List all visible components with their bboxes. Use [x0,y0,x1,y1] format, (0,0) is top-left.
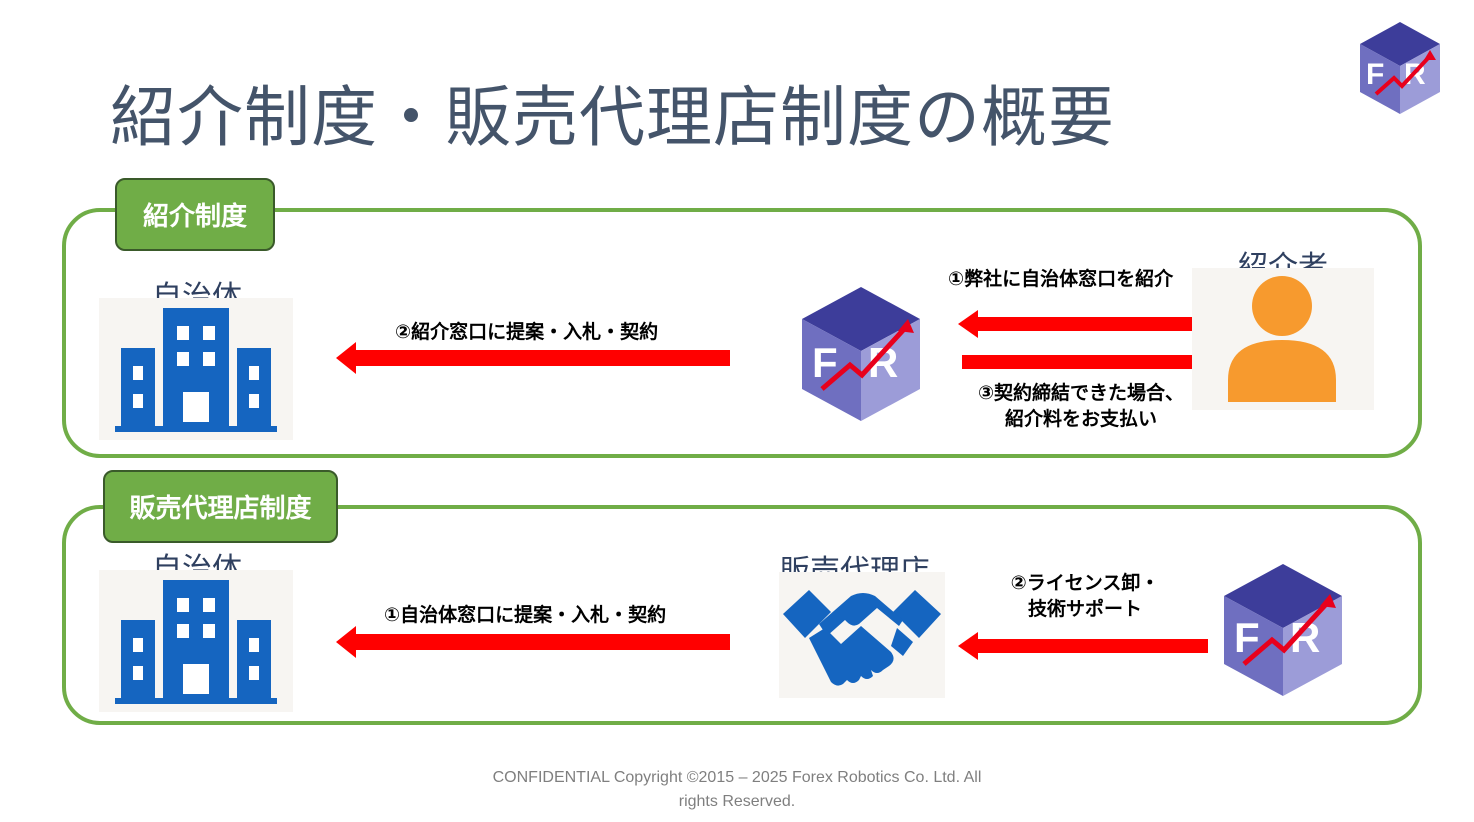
license-line1: ②ライセンス卸・ [1010,572,1160,594]
referral-tab: 紹介制度 [115,178,275,251]
company-logo: F R [1358,20,1442,116]
referral-fee-line1: ③契約締結できた場合、 [977,382,1185,404]
arrow-to-reseller [958,632,1210,660]
referrer-person-icon [1192,268,1374,410]
arrow-to-referrer [962,348,1214,376]
reseller-section [62,505,1422,725]
reseller-tab: 販売代理店制度 [103,470,338,543]
arrow-to-municipality [336,342,732,374]
license-support-text: ②ライセンス卸・ 技術サポート [990,570,1180,622]
arrow-to-municipality-2 [336,626,732,658]
company-cube-icon-2: F R [1222,562,1344,698]
municipality-building-icon-2 [99,570,293,712]
referral-fee-line2: 紹介料をお支払い [1004,408,1157,430]
copyright-line2: rights Reserved. [678,793,796,810]
municipality-building-icon [99,298,293,440]
page-title: 紹介制度・販売代理店制度の概要 [110,79,1115,156]
referral-section [62,208,1422,458]
reseller-proposal-text: ①自治体窓口に提案・入札・契約 [384,604,667,626]
handshake-icon [779,572,945,698]
introduce-contact-text: ①弊社に自治体窓口を紹介 [948,268,1174,290]
svg-text:F: F [1366,58,1384,91]
copyright-footer: CONFIDENTIAL Copyright ©2015 – 2025 Fore… [0,766,1474,814]
copyright-line1: CONFIDENTIAL Copyright ©2015 – 2025 Fore… [492,769,982,786]
company-cube-icon: F R [800,285,922,423]
license-line2: 技術サポート [1027,598,1142,620]
referral-fee-text: ③契約締結できた場合、 紹介料をお支払い [965,380,1197,432]
arrow-to-company [958,310,1210,338]
referral-proposal-text: ②紹介窓口に提案・入札・契約 [395,321,659,343]
